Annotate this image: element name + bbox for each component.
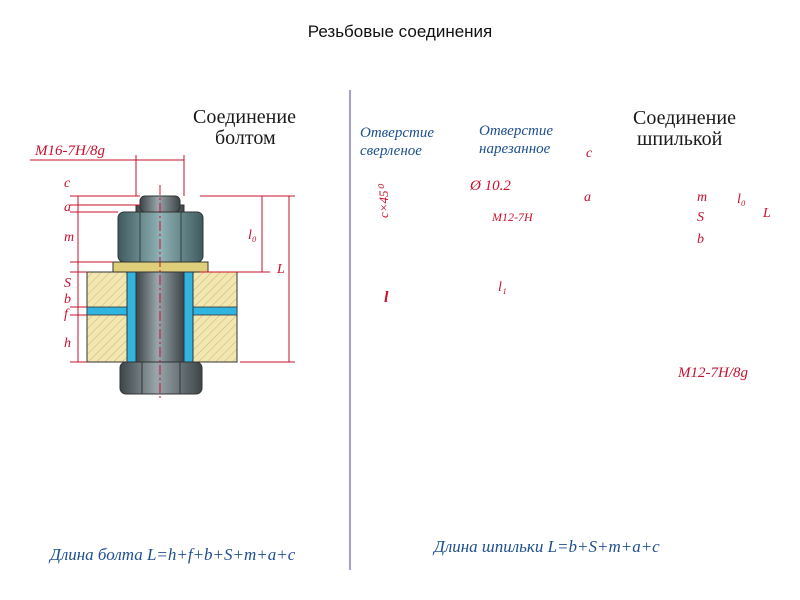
tapped-hole-thread: M12-7H [492,210,533,224]
tapped-hole-depth: l₁ [498,280,507,295]
stud-dim-L: L [763,206,771,221]
bolt-head [119,361,203,395]
bolt-dim-L: L [277,262,285,277]
bolt-dim-S: S [64,276,71,291]
drilled-hole-caption-line1: Отверстие [360,125,434,141]
bolt-dim-a: a [64,200,71,215]
bolt-dim-m: m [64,230,75,245]
tapped-hole-caption-line1: Отверстие [479,123,553,139]
bolt-length-formula: Длина болта L=h+f+b+S+m+a+c [50,545,296,564]
stud-dim-S: S [697,210,704,225]
page-title: Резьбовые соединения [307,22,493,41]
bolt-dim-f: f [64,307,68,322]
drilled-hole-caption-line2: сверленое [360,143,422,159]
stud-designation: M12-7H/8g [678,365,748,381]
stud-caption-line2: шпилькой [637,128,723,150]
stud-dim-c: c [586,146,593,161]
stud-caption-line1: Соединение [633,107,736,129]
bolt-caption-line1: Соединение [193,106,296,128]
stud-dim-m: m [697,190,708,205]
bolt-dim-b: b [64,292,71,307]
tapped-hole-caption-line2: нарезанное [479,141,551,157]
bolt-nut [117,211,204,263]
stud-dim-a: a [584,190,591,205]
bolt-caption-line2: болтом [215,127,276,149]
drilled-hole-chamfer: c×45⁰ [376,185,391,218]
stud-dim-l0: l₀ [737,192,746,207]
bolt-dim-l0: l₀ [248,228,257,243]
drilled-hole-diameter: Ø 10.2 [470,178,511,194]
drilled-hole-depth: l [384,289,389,306]
bolt-assembly-section [30,155,295,400]
stud-dim-b: b [697,232,704,247]
bolt-designation: M16-7H/8g [35,143,105,159]
stud-length-formula: Длина шпильки L=b+S+m+a+c [434,537,660,556]
bolt-dim-h: h [64,336,71,351]
bolt-dim-c: c [64,176,71,191]
